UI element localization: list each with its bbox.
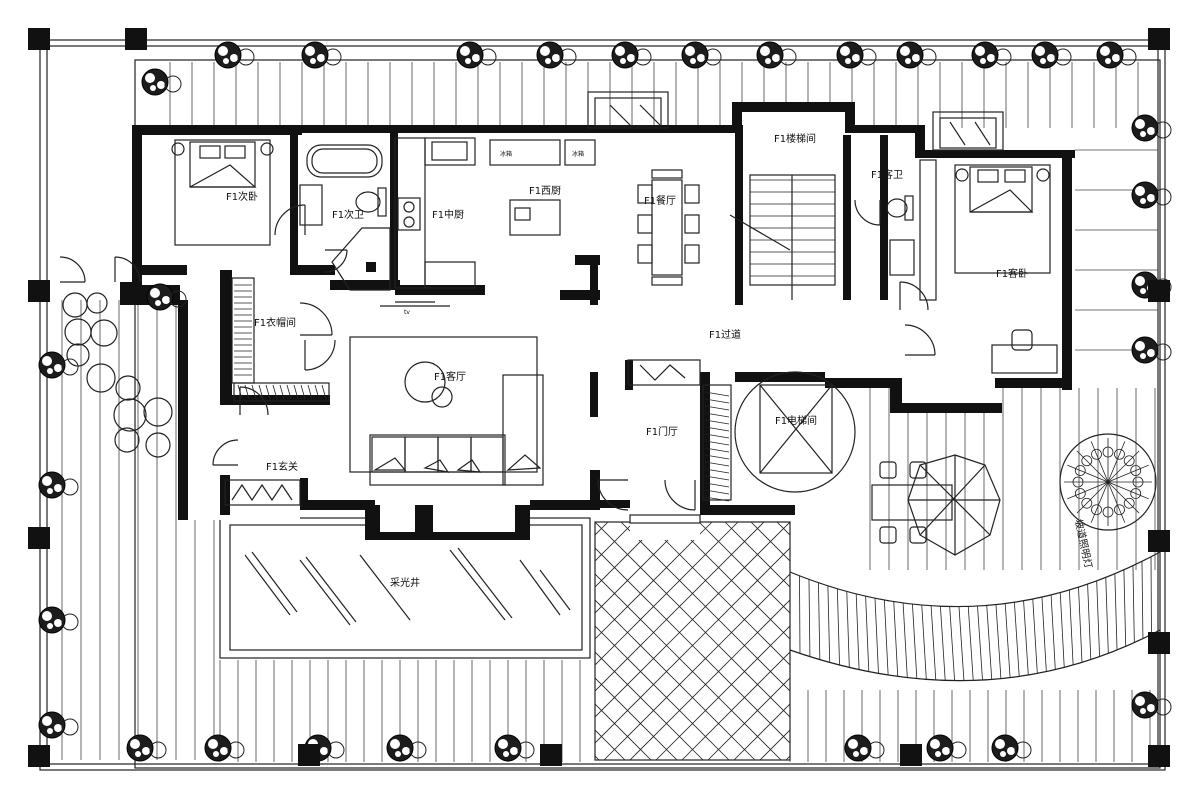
corridor-label: F1过道 <box>709 328 741 341</box>
chair-icon <box>1011 329 1033 351</box>
living-room-label: F1客厅 <box>434 370 466 383</box>
toilet-icon <box>355 187 387 217</box>
fridge-icon <box>564 139 596 166</box>
sink-icon <box>431 141 468 161</box>
wardrobe <box>919 159 937 301</box>
stepping-stones <box>62 292 173 458</box>
western-kitchen: 冰箱 冰箱 F1西厨 <box>489 139 596 236</box>
secondary-bedroom-label: F1次卧 <box>226 190 258 203</box>
dining-room: F1餐厅 <box>637 169 700 286</box>
secondary-bathroom: F1次卫 <box>299 144 391 291</box>
stair-hall: F1楼梯间 <box>729 132 836 300</box>
secondary-bedroom: F1次卧 <box>171 139 274 246</box>
curved-ramp: 坡道照明灯 <box>789 518 1161 682</box>
cloakroom-label: F1衣帽间 <box>254 316 296 329</box>
bed-icon <box>954 164 1051 274</box>
foyer: F1门厅 <box>629 425 701 524</box>
foyer-label: F1门厅 <box>646 425 678 438</box>
lightwell: 采光井 <box>219 517 591 659</box>
building-footprint <box>135 105 1070 540</box>
bay-windows <box>587 91 1004 151</box>
elevator-hall: F1电梯间 <box>702 371 856 502</box>
vanity-icon <box>299 184 323 226</box>
chinese-kitchen: F1中厨 <box>394 137 476 289</box>
entrance-label: F1玄关 <box>266 460 298 473</box>
guest-bathroom: F1客卫 <box>871 159 937 301</box>
lamp-icon <box>955 168 969 182</box>
shower-icon <box>331 227 391 291</box>
deck-boards-right <box>869 149 1158 570</box>
tv-label: tv <box>404 309 410 316</box>
lightwell-label: 采光井 <box>390 576 420 589</box>
kitchen-island <box>509 199 561 236</box>
appliance-label: 冰箱 <box>500 150 512 158</box>
guest-bedroom-label: F1客卧 <box>996 267 1028 280</box>
patio-seating <box>871 454 1001 556</box>
entry-court-tiles <box>594 521 791 761</box>
living-room: tv F1客厅 <box>349 301 544 486</box>
vanity-icon <box>889 239 915 276</box>
terrace-boundary <box>39 39 1166 771</box>
bathtub-icon <box>306 144 383 178</box>
stair-hall-label: F1楼梯间 <box>774 132 816 145</box>
deck-boards-top <box>169 62 1139 128</box>
stove-icon <box>397 197 421 231</box>
console-table <box>627 359 701 386</box>
western-kitchen-label: F1西厨 <box>529 185 561 197</box>
cloakroom: F1衣帽间 <box>231 277 330 402</box>
guest-bedroom: F1客卧 <box>954 164 1058 374</box>
bed-icon <box>174 139 271 246</box>
toilet-icon <box>886 195 914 221</box>
guest-bathroom-label: F1客卫 <box>871 168 903 181</box>
door-swings <box>59 199 936 511</box>
lamp-icon <box>171 142 185 156</box>
elevator-icon <box>759 384 833 474</box>
secondary-bathroom-label: F1次卫 <box>332 208 364 221</box>
palm-tree-icon <box>1059 433 1157 531</box>
ramp-lights-label: 坡道照明灯 <box>1072 518 1095 570</box>
patio-umbrella-icon <box>907 454 1001 556</box>
chinese-kitchen-label: F1中厨 <box>432 208 464 221</box>
trees <box>38 41 1172 762</box>
dining-room-label: F1餐厅 <box>644 194 676 207</box>
coffee-table-icon <box>404 361 446 403</box>
dining-chairs <box>637 169 700 286</box>
elevator-label: F1电梯间 <box>775 414 817 427</box>
sofa-icon <box>502 374 544 486</box>
lamp-icon <box>1036 168 1050 182</box>
patio-table-icon <box>871 484 953 521</box>
lamp-icon <box>260 142 274 156</box>
entrance: F1玄关 <box>224 460 301 506</box>
glass-hatch <box>244 547 571 626</box>
sofa-icon <box>369 434 542 486</box>
corridor: F1过道 <box>627 328 741 386</box>
fridge-label: 冰箱 <box>572 150 584 158</box>
desk-icon <box>991 344 1058 374</box>
pillars <box>28 28 1170 767</box>
